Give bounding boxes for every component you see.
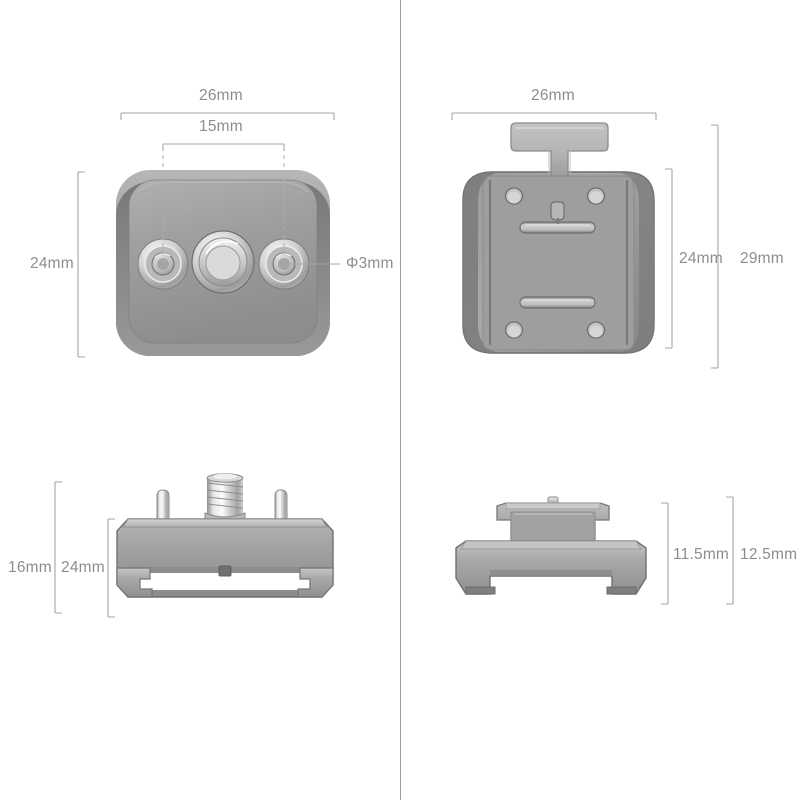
dimension-24mm-top-right	[665, 168, 673, 349]
dimension-26mm-top-left	[120, 112, 335, 120]
clamp-lower-top-face	[460, 540, 642, 550]
clamp-inner-ledge	[490, 570, 612, 576]
callout-label-phi3mm: Φ3mm	[346, 255, 394, 272]
dimension-24mm-top-left	[77, 171, 85, 358]
dimension-12-5mm-bottom-right	[726, 496, 734, 605]
dimension-26mm-top-right	[451, 112, 657, 120]
side-center-latch-nub	[218, 565, 232, 577]
dimension-15mm-top-left	[162, 143, 285, 151]
back-plate-screw-holes	[504, 187, 606, 339]
center-post	[191, 230, 255, 294]
side-body-top-face	[122, 518, 328, 528]
clamp-jaw-tip-left	[465, 586, 496, 595]
vertical-divider	[400, 0, 401, 800]
dimension-label-24mm-bottom-left: 24mm	[61, 559, 105, 576]
plate-face-outline	[128, 179, 318, 344]
side-clamp-jaw-right	[297, 567, 334, 598]
clamp-jaw-tip-right	[606, 586, 637, 595]
dimension-label-15mm-top-left: 15mm	[199, 118, 243, 135]
dimension-24mm-bottom-left	[107, 518, 115, 618]
view-side-elevation	[54, 473, 334, 618]
screw-stud	[204, 473, 246, 523]
dimension-extension-lines-top-left	[162, 155, 285, 262]
view-front-face	[77, 112, 340, 358]
back-plate-slots	[519, 218, 596, 309]
view-clamp-elevation	[455, 496, 734, 605]
dimension-label-26mm-top-left: 26mm	[199, 87, 243, 104]
dimension-11-5mm-bottom-right	[661, 502, 669, 605]
dimension-16mm-bottom-left	[54, 481, 62, 614]
side-clamp-jaw-left	[116, 567, 153, 598]
dimension-label-24mm-top-left: 24mm	[30, 255, 74, 272]
dimension-label-16mm-bottom-left: 16mm	[8, 559, 52, 576]
view-back-plate	[451, 112, 719, 369]
screw-hole-left	[137, 238, 189, 290]
locating-pins	[156, 489, 288, 521]
dimension-label-29mm-top-right: 29mm	[740, 250, 784, 267]
plate-face-highlight	[139, 181, 309, 193]
back-plate-top-tab	[510, 122, 609, 177]
clamp-upper-plate-top-face	[505, 502, 601, 510]
dimension-label-24mm-top-right: 24mm	[679, 250, 723, 267]
back-plate-right-rim	[617, 172, 654, 353]
dimension-label-26mm-top-right: 26mm	[531, 87, 575, 104]
back-plate-left-rim	[463, 172, 500, 353]
screw-hole-right	[258, 238, 310, 290]
back-plate-inner-panel	[482, 175, 635, 351]
screw-threads	[206, 482, 244, 509]
side-channel-cut-center	[150, 573, 300, 590]
dimension-29mm-top-right	[711, 124, 719, 369]
dimension-label-11-5mm-bottom-right: 11.5mm	[673, 546, 730, 563]
dimension-label-12-5mm-bottom-right: 12.5mm	[740, 546, 798, 563]
back-plate-keyhole	[550, 201, 565, 221]
